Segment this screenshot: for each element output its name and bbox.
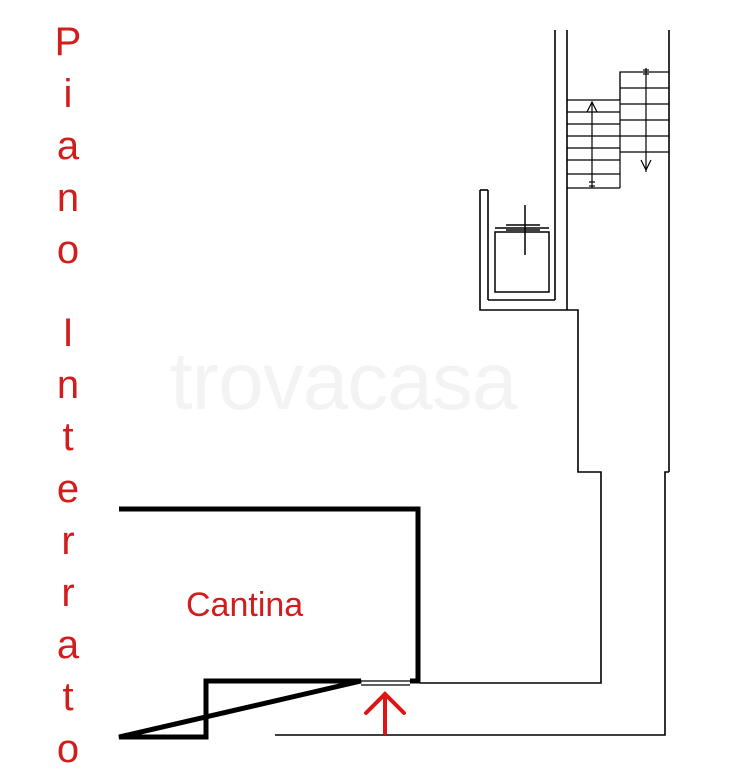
staircase [567, 68, 669, 189]
room-label: Cantina [186, 586, 304, 624]
floor-label-letter: t [62, 415, 74, 459]
floor-label-letter: a [56, 124, 80, 168]
floor-label-letter: I [62, 311, 74, 355]
entrance-arrow [364, 691, 406, 735]
floor-label-letter: o [56, 727, 80, 771]
floor-label-letter: e [56, 467, 80, 511]
cantina-room-outline [118, 506, 421, 740]
floor-label-letter: r [61, 571, 75, 615]
floor-label-letter: r [61, 519, 75, 563]
floor-label-letter: a [56, 623, 80, 667]
watermark: trovacasa [170, 335, 518, 429]
floor-label-letter: n [56, 363, 80, 407]
cantina-door [361, 678, 420, 686]
elevator-cabin [494, 205, 550, 293]
floor-label-letter: n [56, 176, 80, 220]
floor-label-letter: t [62, 675, 74, 719]
floor-label-letter: i [63, 72, 73, 116]
floor-label-letter: o [56, 228, 80, 272]
floor-label-letter: P [54, 20, 82, 64]
